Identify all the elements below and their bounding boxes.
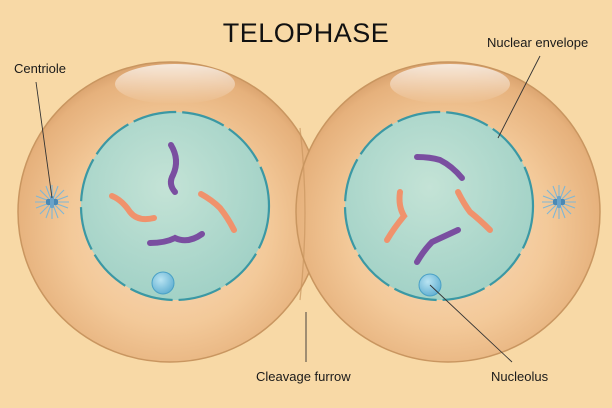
left-cell-highlight [115, 64, 235, 104]
right-nuclear-envelope [343, 110, 535, 302]
chromosome [455, 189, 493, 233]
centriole-leader-line [35, 81, 53, 199]
left-nucleolus [151, 271, 175, 295]
right-nucleus [343, 110, 535, 302]
nucleolus-leader-line [429, 284, 513, 363]
left-chromosomes [109, 142, 237, 246]
right-cell-highlight [390, 64, 510, 104]
left-nucleus [79, 110, 271, 302]
cleavage-furrow-label: Cleavage furrow [256, 369, 351, 384]
chromosome [147, 231, 205, 246]
chromosome [414, 227, 461, 265]
chromosome [109, 193, 157, 223]
nuclear-envelope-leader-line [497, 55, 541, 139]
cleavage-furrow-line [299, 127, 306, 301]
chromosome [384, 189, 408, 243]
chromosome [198, 191, 237, 233]
right-centriole [542, 185, 576, 219]
right-chromosomes [384, 154, 493, 265]
nuclear-envelope-label: Nuclear envelope [487, 35, 589, 50]
centriole-label: Centriole [14, 61, 67, 76]
left-nuclear-envelope [79, 110, 271, 302]
diagram-title: TELOPHASE [222, 18, 390, 48]
nucleolus-label: Nucleolus [491, 369, 549, 384]
chromosome [167, 142, 179, 195]
chromosome [414, 154, 465, 181]
left-centriole [35, 185, 69, 219]
